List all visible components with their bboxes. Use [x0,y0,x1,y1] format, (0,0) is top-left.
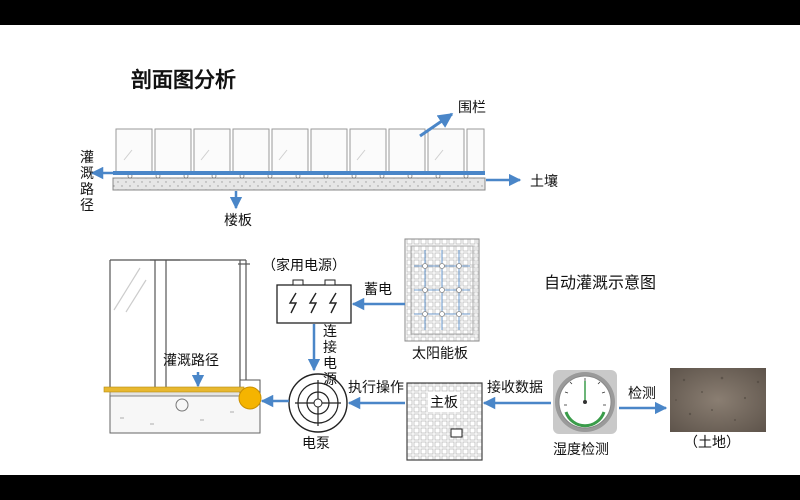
ground-pebble [175,398,189,412]
floor-slab [112,177,486,191]
solar-panel [404,238,480,342]
humidity-detection-label: 湿度检测 [553,442,609,458]
execute-operation-label: 执行操作 [348,380,404,396]
fence-label: 围栏 [458,100,486,116]
section-irrigation-pipe [113,171,485,175]
connect-power-label: 连接电源 [323,324,337,388]
glass-reflections [123,149,444,161]
floor-slab-label: 楼板 [224,213,252,229]
solar-panel-label: 太阳能板 [412,346,468,362]
land-label: （土地） [684,435,740,451]
irrigation-diagram [103,238,766,461]
pipe-valve [238,386,262,410]
electric-pump-label: 电泵 [302,436,330,452]
main-board [406,382,483,461]
main-board-label: 主板 [430,395,458,411]
irrigation-path-vertical-label: 灌溉路径 [80,150,94,214]
irrigation-pipe [103,386,245,393]
irrigation-path-label: 灌溉路径 [163,353,219,369]
soil-texture [675,376,760,421]
section-title: 剖面图分析 [131,68,236,92]
section-view [90,112,522,210]
household-power-label: （家用电源） [262,258,346,274]
soil-label: 土壤 [530,174,558,190]
auto-irrigation-title: 自动灌溉示意图 [544,273,657,292]
detect-label: 检测 [628,386,656,402]
charge-label: 蓄电 [364,282,392,298]
ground-slab [109,394,261,434]
hygrometer [553,370,617,434]
lightning-icon [288,292,338,314]
fence-arrow [419,112,454,138]
ground-texture [120,411,234,425]
electric-pump [288,373,348,433]
wall-frame [109,259,250,388]
fence-panels [115,128,485,174]
receive-data-label: 接收数据 [487,380,543,396]
power-supply-box [276,279,352,324]
land-soil-image [670,368,766,432]
